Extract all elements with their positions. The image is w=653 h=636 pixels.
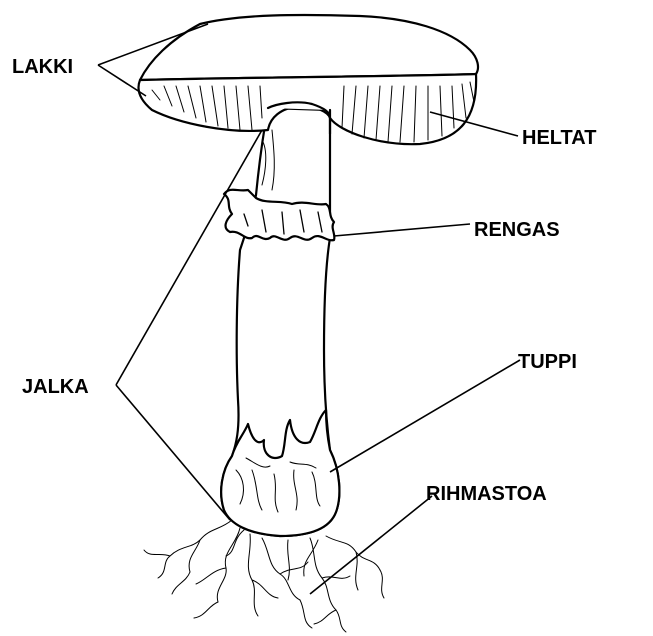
label-ring: RENGAS — [474, 219, 560, 241]
label-volva: TUPPI — [518, 351, 577, 373]
leader-volva — [330, 360, 520, 472]
label-stem: JALKA — [22, 376, 89, 398]
mycelium-drawing — [144, 520, 384, 632]
leader-ring — [334, 224, 470, 236]
leader-stem-base — [116, 385, 230, 520]
label-mycelium: RIHMASTOA — [426, 483, 547, 505]
label-gills: HELTAT — [522, 127, 596, 149]
label-cap: LAKKI — [12, 56, 73, 78]
